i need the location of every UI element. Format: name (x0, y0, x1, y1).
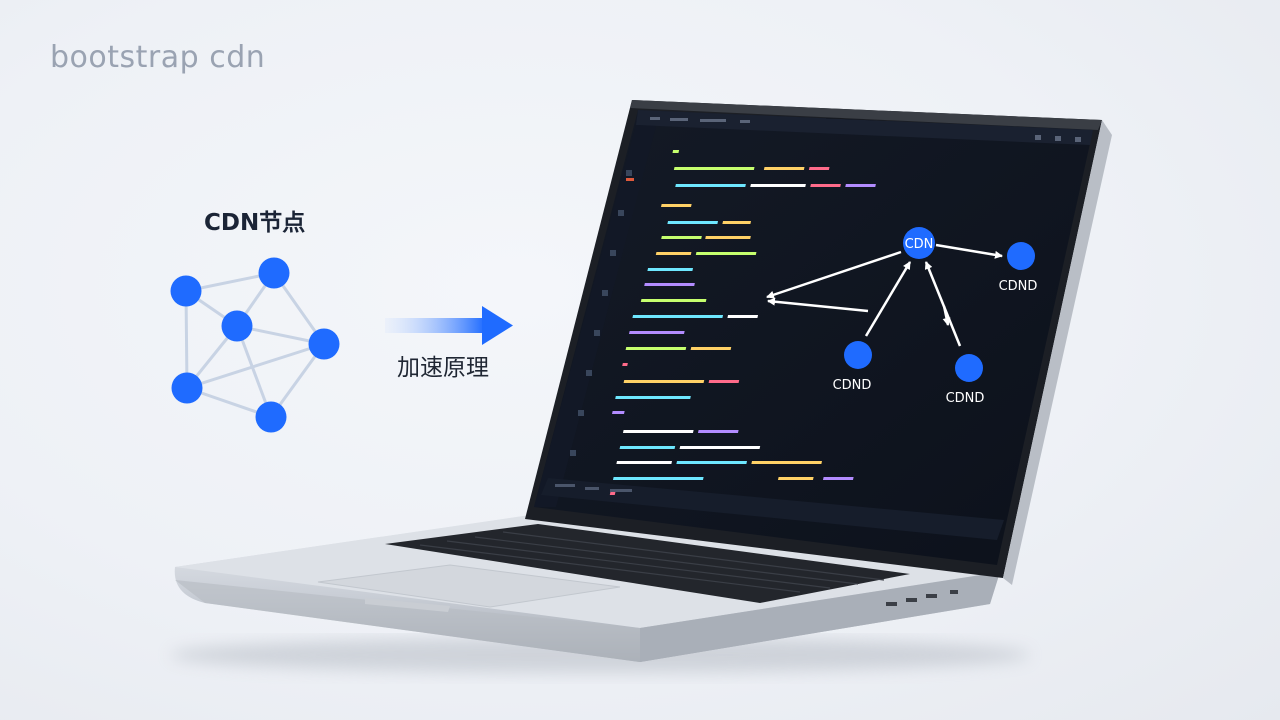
usb-port (886, 602, 897, 606)
code-line (655, 252, 757, 255)
screen-cdn-diagram: CDN CDND CDND CDND (766, 227, 1038, 406)
network-graph (170, 257, 340, 433)
usb-port (926, 594, 937, 598)
code-editor-text (609, 150, 876, 495)
code-line (609, 492, 616, 495)
cdn-center-label: CDN (905, 237, 934, 252)
network-node (255, 401, 287, 433)
code-line (622, 430, 739, 433)
code-line (661, 204, 692, 207)
arrow-right-icon (385, 306, 513, 345)
code-line (615, 396, 691, 399)
code-line (644, 283, 695, 286)
cdn-nodes-title: CDN节点 (204, 210, 306, 236)
laptop-lid (525, 100, 1112, 585)
cdn-edge-node (955, 354, 983, 382)
code-line (673, 167, 830, 170)
code-line (625, 347, 732, 350)
code-line (622, 363, 628, 366)
cdn-center-node (903, 227, 935, 259)
code-line (612, 411, 625, 414)
trackpad (317, 564, 621, 608)
code-line (632, 315, 759, 318)
acceleration-label: 加速原理 (397, 355, 489, 381)
usb-port (906, 598, 917, 602)
code-line (640, 299, 707, 302)
code-line (675, 184, 876, 187)
usb-port (950, 590, 958, 594)
code-line (667, 221, 752, 224)
cdn-edge-label: CDND (999, 279, 1038, 294)
code-line (661, 236, 751, 239)
code-line (619, 446, 761, 449)
network-node (170, 275, 202, 307)
network-node (221, 310, 253, 342)
code-line (612, 477, 854, 480)
page-title: bootstrap cdn (50, 40, 266, 75)
code-line (616, 461, 823, 464)
network-node (308, 328, 340, 360)
cdn-edge-node (844, 341, 872, 369)
code-line (647, 268, 694, 271)
network-edges (184, 271, 326, 419)
network-node (171, 372, 203, 404)
code-line (629, 331, 685, 334)
code-line (623, 380, 740, 383)
network-node (258, 257, 290, 289)
cdn-edge-node (1007, 242, 1035, 270)
code-line (672, 150, 680, 153)
keyboard (385, 524, 910, 603)
cdn-edge-label: CDND (833, 378, 872, 393)
cdn-edge-label: CDND (946, 391, 985, 406)
